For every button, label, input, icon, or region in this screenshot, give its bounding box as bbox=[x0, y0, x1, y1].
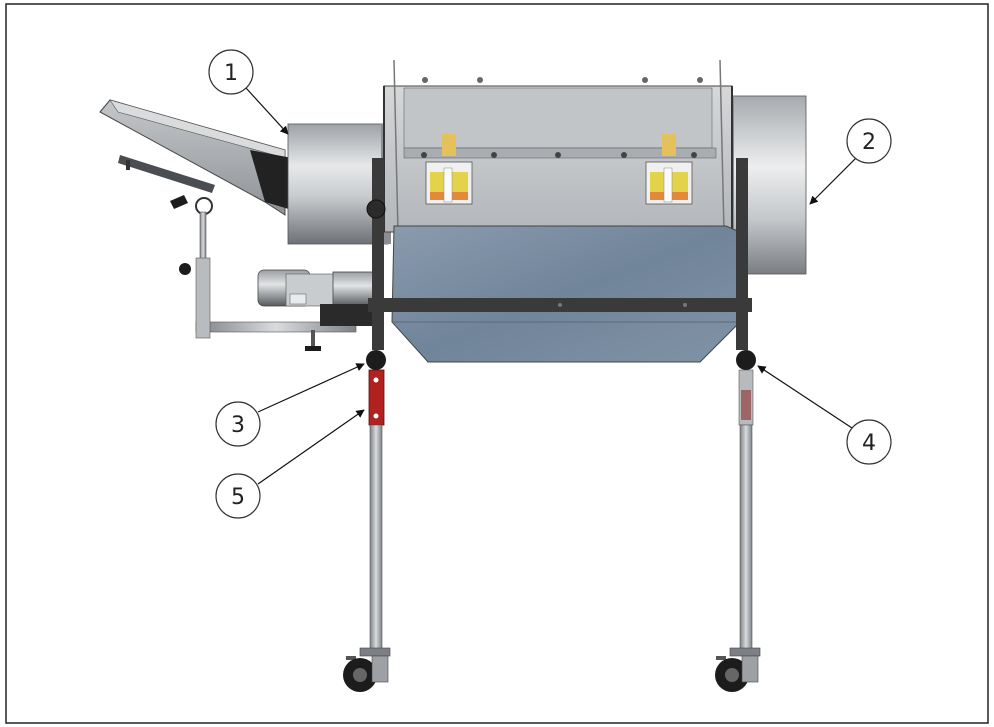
caster-wheel-right bbox=[715, 647, 761, 692]
callout-4: 4 bbox=[757, 365, 892, 465]
collection-tray bbox=[391, 225, 741, 363]
callout-1-label: 1 bbox=[224, 61, 238, 86]
warning-label-right bbox=[645, 134, 693, 205]
callout-4-label: 4 bbox=[862, 431, 876, 456]
leg-left bbox=[366, 350, 386, 650]
warning-label-left bbox=[425, 134, 473, 205]
drive-motor bbox=[257, 269, 380, 326]
main-frame bbox=[366, 158, 752, 350]
callout-5: 5 bbox=[215, 409, 365, 519]
drawing-border bbox=[5, 3, 989, 724]
leg-right bbox=[736, 350, 756, 650]
drum-housing bbox=[383, 59, 733, 233]
callout-5-label: 5 bbox=[231, 485, 245, 510]
callout-1: 1 bbox=[208, 49, 289, 135]
callout-3: 3 bbox=[215, 363, 365, 447]
callout-2-label: 2 bbox=[862, 130, 876, 155]
chute-support-arm bbox=[170, 195, 357, 351]
caster-wheel-left bbox=[343, 647, 391, 692]
callout-2: 2 bbox=[809, 118, 892, 205]
callout-3-label: 3 bbox=[231, 413, 245, 438]
infeed-chute bbox=[99, 99, 292, 216]
